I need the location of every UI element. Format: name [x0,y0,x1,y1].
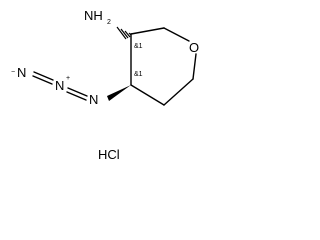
azide-n2-charge: + [66,75,70,82]
amine-label: NH [84,8,103,23]
bond-azide-n1-n2-a [67,87,88,97]
bond-o-c6 [192,53,197,80]
bond-azide-n1-n2-b [66,91,87,101]
bond-c3-c2 [130,27,165,35]
stereo-label-c4: &1 [134,71,143,78]
azide-n2-label: N [55,78,64,93]
ring-oxygen-label: O [189,40,199,55]
molecule-structure: NH 2 O N N + N − &1 &1 HCl [11,8,199,162]
amine-subscript: 2 [107,19,111,26]
salt-label: HCl [98,147,120,162]
azide-n3-charge: − [11,69,15,76]
bold-wedge-c4-n [107,85,131,101]
bond-c2-o [163,27,190,42]
bond-azide-n2-n3-b [32,75,53,85]
azide-n3-label: N [17,65,26,80]
stereo-label-c3: &1 [134,43,143,50]
azide-n1-label: N [89,92,98,107]
bond-c6-c5 [163,78,194,106]
hashed-wedge-c3-nh2 [116,26,132,40]
bond-azide-n2-n3-a [33,71,54,81]
bond-c5-c4 [130,84,165,106]
